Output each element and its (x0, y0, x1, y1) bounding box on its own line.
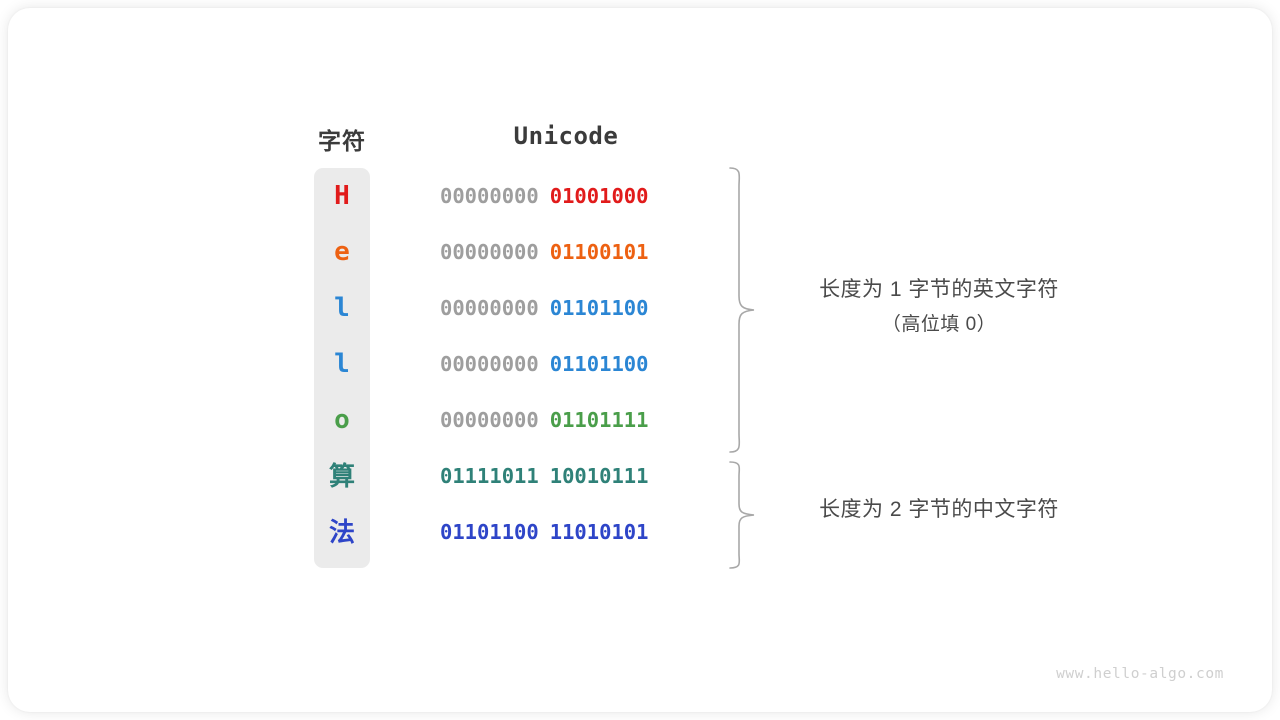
character-cell: l (334, 349, 350, 379)
binary-high-byte: 00000000 (440, 352, 539, 376)
annotation-one-byte-line2: （高位填 0） (881, 314, 997, 335)
binary-low-byte: 01101100 (549, 352, 649, 376)
binary-high-byte: 00000000 (440, 408, 539, 432)
character-cell: 法 (328, 517, 355, 547)
binary-low-byte: 11010101 (549, 520, 649, 544)
binary-high-byte: 00000000 (440, 184, 539, 208)
character-cell: e (334, 237, 350, 267)
binary-high-byte: 00000000 (440, 296, 539, 320)
annotation-two-byte: 长度为 2 字节的中文字符 (794, 492, 1084, 528)
column-header-character: 字符 (318, 128, 366, 154)
binary-row: 01111011 10010111 (440, 448, 692, 504)
binary-row: 00000000 01001000 (440, 168, 692, 224)
binary-high-byte: 00000000 (440, 240, 539, 264)
character-cell: l (334, 293, 350, 323)
annotation-one-byte-line1: 长度为 1 字节的英文字符 (819, 278, 1059, 301)
binary-low-byte: 01100101 (549, 240, 649, 264)
binary-row: 00000000 01101100 (440, 336, 692, 392)
brace-two-byte (729, 461, 755, 569)
binary-high-byte: 01101100 (440, 520, 539, 544)
binary-row: 01101100 11010101 (440, 504, 692, 560)
annotation-two-byte-line1: 长度为 2 字节的中文字符 (819, 498, 1059, 521)
binary-row: 00000000 01101100 (440, 280, 692, 336)
column-header-unicode: Unicode (513, 122, 619, 150)
binary-high-byte: 01111011 (440, 464, 539, 488)
watermark: www.hello-algo.com (1056, 666, 1224, 682)
character-cell: 算 (328, 461, 355, 491)
binary-low-byte: 01101100 (549, 296, 649, 320)
character-cell: o (334, 405, 350, 435)
binary-row: 00000000 01100101 (440, 224, 692, 280)
brace-one-byte (729, 167, 755, 453)
binary-low-byte: 01001000 (549, 184, 649, 208)
binary-row: 00000000 01101111 (440, 392, 692, 448)
binary-low-byte: 10010111 (549, 464, 649, 488)
character-cell: H (334, 181, 350, 211)
binary-low-byte: 01101111 (549, 408, 649, 432)
annotation-one-byte: 长度为 1 字节的英文字符 （高位填 0） (794, 272, 1084, 342)
